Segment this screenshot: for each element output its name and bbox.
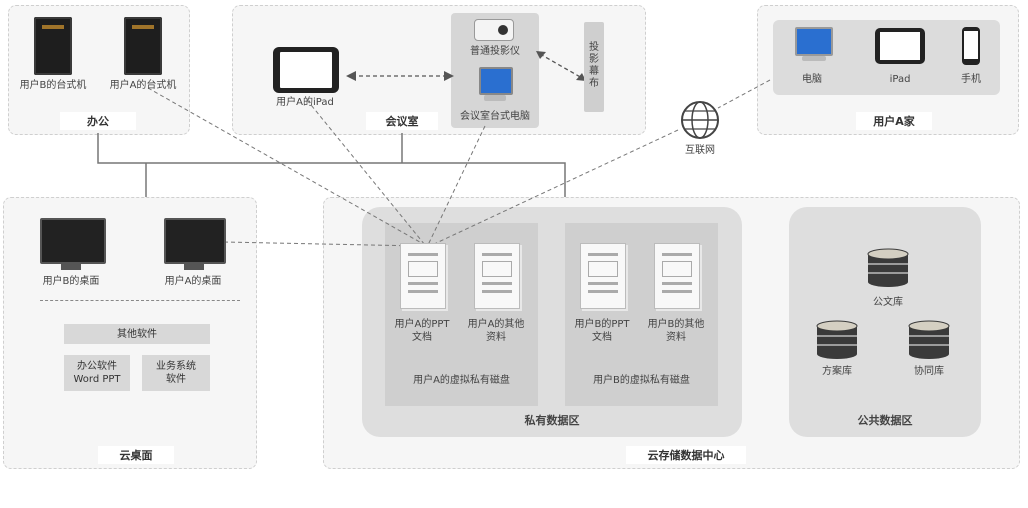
user-b-ppt-document-icon <box>580 243 626 309</box>
other-software-box: 其他软件 <box>64 324 210 344</box>
user-a-home-title: 用户A家 <box>856 112 932 130</box>
desktop-b-label: 用户B的台式机 <box>19 80 87 91</box>
globe-icon <box>680 100 720 140</box>
plan-library-database-icon <box>815 320 859 360</box>
office-software-box: 办公软件 Word PPT <box>64 355 130 391</box>
projection-screen <box>584 22 604 112</box>
user-b-other-label: 用户B的其他 资料 <box>647 319 705 343</box>
datacenter-title: 云存储数据中心 <box>626 446 746 464</box>
home-pc-stand <box>802 56 826 61</box>
ipad-icon <box>273 47 339 93</box>
public-data-zone <box>789 207 981 437</box>
home-ipad-label: iPad <box>889 74 911 85</box>
projection-screen-label: 投影幕布 <box>589 42 599 89</box>
cloud-desktop-divider <box>40 300 240 301</box>
phone-label: 手机 <box>961 74 981 85</box>
meeting-pc-icon <box>479 67 513 95</box>
plan-library-label: 方案库 <box>822 366 852 377</box>
user-b-ppt-label: 用户B的PPT 文档 <box>574 319 630 343</box>
projector-label: 普通投影仪 <box>470 46 520 57</box>
desktop-tower-b-icon <box>34 17 72 75</box>
cloud-desktop-title: 云桌面 <box>98 446 174 464</box>
office-title: 办公 <box>60 112 136 130</box>
desktop-a-cloud-label: 用户A的桌面 <box>164 276 222 287</box>
collab-library-database-icon <box>907 320 951 360</box>
business-software-box: 业务系统 软件 <box>142 355 210 391</box>
collab-library-label: 协同库 <box>914 366 944 377</box>
internet-label: 互联网 <box>685 145 715 156</box>
public-library-database-icon <box>866 248 910 288</box>
meeting-pc-stand <box>484 95 506 101</box>
disk-a-label: 用户A的虚拟私有磁盘 <box>413 375 510 386</box>
user-a-other-document-icon <box>474 243 520 309</box>
disk-b-label: 用户B的虚拟私有磁盘 <box>593 375 690 386</box>
monitor-a-stand <box>184 262 204 270</box>
meeting-pc-label: 会议室台式电脑 <box>460 111 530 122</box>
projector-icon <box>474 19 514 41</box>
home-ipad-icon <box>875 28 925 64</box>
user-a-ppt-document-icon <box>400 243 446 309</box>
monitor-b-stand <box>61 262 81 270</box>
meeting-room-title: 会议室 <box>366 112 438 130</box>
home-pc-icon <box>795 27 833 56</box>
monitor-a-icon <box>164 218 226 264</box>
user-a-other-label: 用户A的其他 资料 <box>467 319 525 343</box>
public-library-label: 公文库 <box>873 297 903 308</box>
private-zone-title: 私有数据区 <box>524 414 580 427</box>
meeting-ipad-label: 用户A的iPad <box>276 97 334 108</box>
user-a-ppt-label: 用户A的PPT 文档 <box>394 319 450 343</box>
monitor-b-icon <box>40 218 106 264</box>
desktop-a-label: 用户A的台式机 <box>109 80 177 91</box>
public-zone-title: 公共数据区 <box>857 414 913 427</box>
home-pc-label: 电脑 <box>802 74 822 85</box>
desktop-b-cloud-label: 用户B的桌面 <box>42 276 100 287</box>
user-b-other-document-icon <box>654 243 700 309</box>
desktop-tower-a-icon <box>124 17 162 75</box>
phone-icon <box>962 27 980 65</box>
